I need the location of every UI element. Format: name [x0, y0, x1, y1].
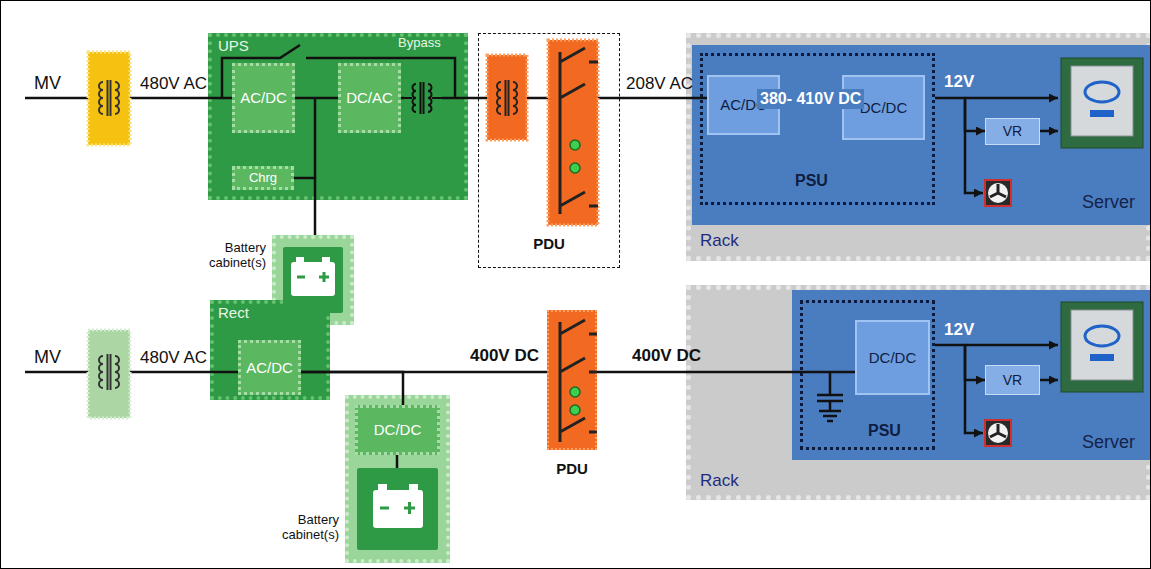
switch-panel: [570, 140, 580, 150]
voltage-label: 208V AC: [626, 74, 693, 94]
converter-box-label: DC/AC: [346, 89, 393, 106]
rectifier-box: RectAC/DC: [210, 300, 330, 400]
text-holder: 208V AC: [626, 74, 693, 94]
rectifier-box-label: Rect: [218, 304, 249, 321]
converter-box-label: AC/DC: [246, 359, 293, 376]
voltage-label: 480V AC: [140, 74, 207, 94]
psu-box-label: PSU: [795, 172, 828, 190]
ups-box-label: UPS: [218, 37, 249, 54]
pdu-switch-label: PDU: [537, 460, 607, 477]
rack-band-label: Rack: [700, 231, 739, 251]
regulator-box: VR: [985, 118, 1040, 145]
rack-band: Rack Server PSU DC/DC VR: [686, 285, 1151, 500]
voltage-label: MV: [34, 73, 61, 94]
transformer-symbol: [487, 55, 527, 140]
transformer-symbol: [88, 52, 130, 145]
regulator-box: VR: [985, 365, 1040, 395]
voltage-label: MV: [34, 347, 61, 368]
text-holder: Rack: [700, 231, 739, 251]
switch-panel: [570, 163, 580, 173]
server-area: Server PSUAC/DCDC/DC VR: [692, 45, 1151, 225]
text-holder: PDU: [537, 460, 607, 477]
charger-box-label: Chrg: [249, 171, 277, 186]
server-area-label: Server: [1082, 432, 1135, 453]
server-area-label: Server: [1082, 192, 1135, 213]
converter-box: AC/DC: [232, 63, 295, 133]
psu-box-label: PSU: [868, 422, 901, 440]
text-holder: 12V: [944, 72, 974, 92]
voltage-label: 400V DC: [470, 346, 539, 366]
text-holder: Battery cabinet(s): [271, 513, 339, 543]
text-holder: PSU: [795, 172, 828, 190]
text-holder: 480V AC: [140, 74, 207, 94]
rack-band: Rack Server PSUAC/DCDC/DC VR: [686, 33, 1151, 261]
transformer-symbol: [88, 330, 130, 418]
text-holder: 400V DC: [632, 346, 701, 366]
ups-box-label: Bypass: [398, 36, 441, 51]
battery-cabinet-label: Battery cabinet(s): [192, 241, 266, 271]
pdu-box-label: PDU: [478, 235, 620, 252]
converter-box: DC/DC: [855, 320, 930, 395]
converter-box-label: AC/DC: [240, 89, 287, 106]
voltage-label: 12V: [944, 72, 974, 92]
transformer-symbol: [99, 354, 119, 390]
transformer-symbol: [497, 80, 517, 116]
switch-panel: [548, 40, 598, 225]
connector-line: [301, 371, 547, 374]
switch-panel: [548, 40, 598, 225]
text-holder: 380- 410V DC: [757, 89, 864, 109]
converter-box: DC/AC: [338, 63, 401, 133]
converter-box-label: DC/DC: [860, 99, 908, 116]
converter-box-label: DC/DC: [374, 421, 422, 438]
transformer-symbol: [88, 52, 130, 145]
battery-cabinet: Battery cabinet(s)DC/DC: [345, 395, 450, 563]
transformer-symbol: [88, 330, 130, 418]
transformer-symbol: [487, 55, 527, 140]
text-holder: Bypass: [398, 36, 441, 51]
rack-band-label: Rack: [700, 471, 739, 491]
server-area: Server PSU DC/DC VR: [792, 290, 1151, 460]
text-holder: 12V: [944, 320, 974, 340]
text-holder: MV: [34, 347, 61, 368]
regulator-box-label: VR: [1003, 372, 1022, 388]
text-holder: Server: [1082, 432, 1135, 453]
psu-box: PSU DC/DC: [800, 300, 935, 450]
text-holder: 480V AC: [140, 348, 207, 368]
text-holder: PDU: [478, 235, 620, 252]
charger-box: Chrg: [232, 166, 294, 190]
text-holder: UPS: [218, 37, 249, 54]
regulator-box-label: VR: [1003, 123, 1022, 139]
voltage-label: 400V DC: [632, 346, 701, 366]
text-holder: Battery cabinet(s): [192, 241, 266, 271]
text-holder: Rect: [218, 304, 249, 321]
text-holder: PSU: [868, 422, 901, 440]
voltage-label: 380- 410V DC: [757, 89, 864, 109]
converter-box-label: DC/DC: [869, 349, 917, 366]
battery-cabinet-label: Battery cabinet(s): [271, 513, 339, 543]
voltage-label: 480V AC: [140, 348, 207, 368]
text-holder: MV: [34, 73, 61, 94]
ups-box: UPS BypassAC/DC DC/AC Chrg: [208, 33, 468, 200]
converter-box: DC/DC: [355, 405, 440, 455]
switch-panel: [560, 48, 598, 214]
transformer-symbol: [99, 80, 119, 116]
converter-box: AC/DC: [238, 340, 301, 395]
text-holder: Server: [1082, 192, 1135, 213]
text-holder: 400V DC: [470, 346, 539, 366]
pdu-switch: PDU: [547, 310, 597, 450]
psu-box: PSUAC/DCDC/DC: [700, 53, 935, 205]
pdu-box: PDU: [478, 33, 620, 268]
voltage-label: 12V: [944, 320, 974, 340]
text-holder: Rack: [700, 471, 739, 491]
